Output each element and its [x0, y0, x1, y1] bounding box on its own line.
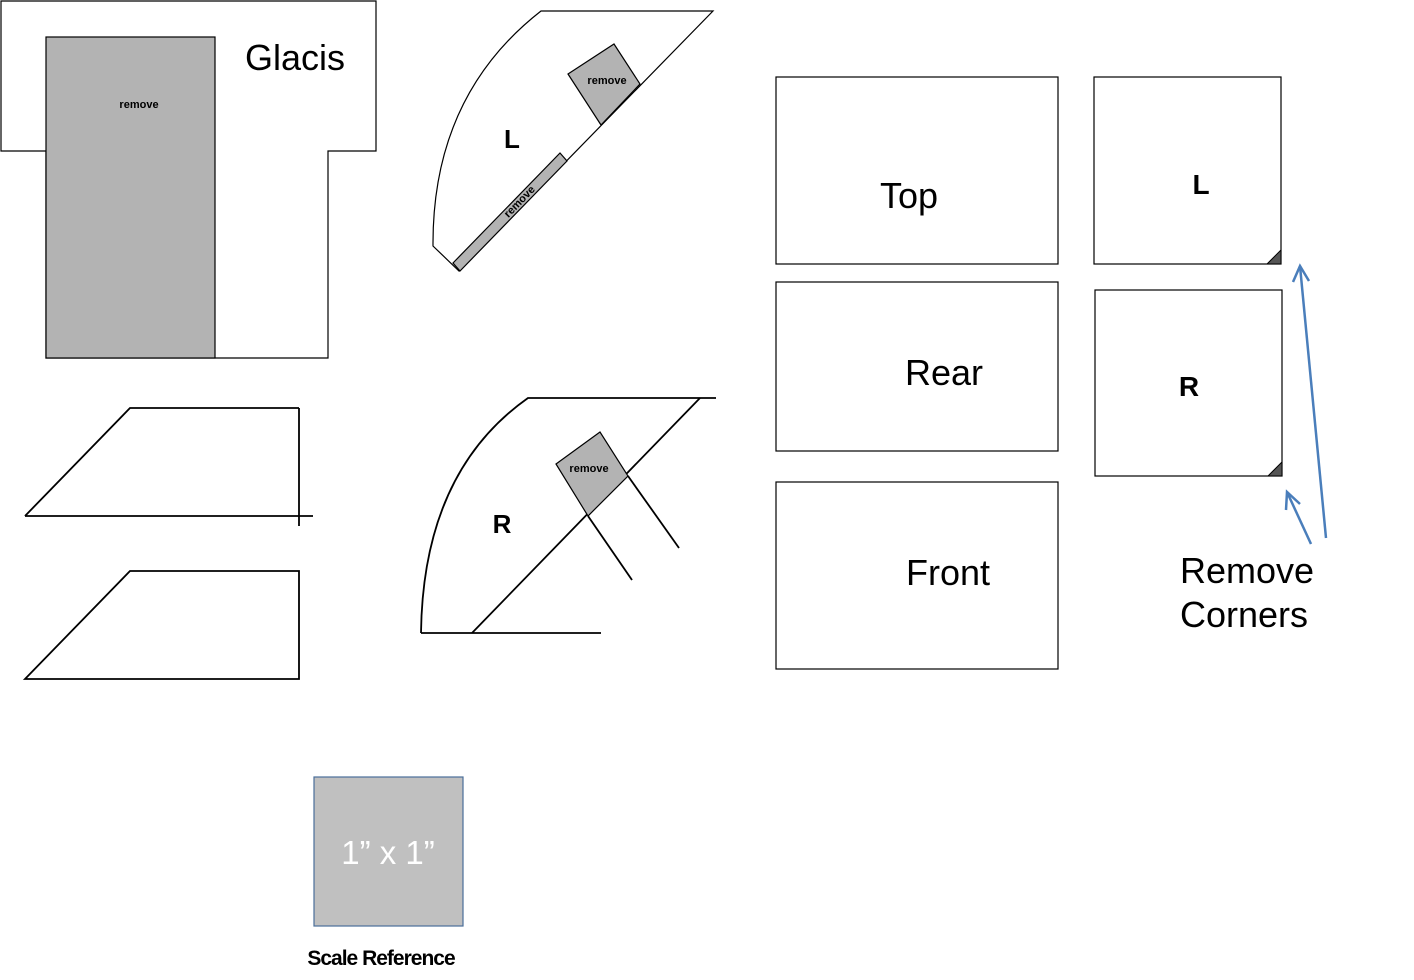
left-side-outline: [432, 10, 715, 272]
note-line-2: Corners: [1180, 594, 1308, 635]
right-side-fold-line-2: [627, 475, 680, 549]
trapezoid-upper-edges: [24, 407, 299, 517]
left-plate-corner-cut: [1265, 248, 1282, 265]
left-side-piece: remove remove L: [432, 10, 715, 272]
left-side-strip-remove: [452, 152, 568, 272]
glacis-remove-label: remove: [119, 99, 158, 111]
arrowhead-left-plate: [1291, 263, 1311, 283]
top-plate-outline: [775, 76, 1059, 265]
arrow-to-left-plate-corner: [1298, 265, 1328, 539]
left-plate: L: [1093, 76, 1282, 265]
front-plate-outline: [775, 481, 1059, 670]
left-side-square-remove: [567, 43, 641, 126]
glacis-remove-region: [45, 36, 216, 359]
right-side-label: R: [493, 509, 512, 539]
top-plate: Top: [775, 76, 1059, 265]
trapezoid-piece-lower: [22, 570, 300, 680]
scale-box: [313, 776, 464, 927]
glacis-label: Glacis: [245, 37, 345, 78]
glacis-piece: remove Glacis: [0, 0, 377, 359]
right-plate: R: [1094, 289, 1283, 477]
scale-caption: Scale Reference: [307, 947, 455, 970]
top-plate-label: Top: [880, 175, 938, 216]
front-plate: Front: [775, 481, 1059, 670]
right-plate-corner-cut: [1266, 460, 1283, 477]
right-side-piece: remove R: [420, 397, 716, 634]
right-plate-outline: [1094, 289, 1283, 477]
trapezoid-lower-outline: [22, 570, 300, 680]
right-side-curve: [420, 397, 716, 634]
rear-plate-outline: [775, 281, 1059, 452]
scale-reference: 1” x 1” Scale Reference: [307, 776, 464, 970]
right-side-diagonal: [471, 397, 701, 634]
front-plate-label: Front: [906, 552, 990, 593]
remove-corners-note: Remove Corners: [1180, 263, 1328, 635]
left-plate-label: L: [1192, 169, 1209, 200]
note-line-1: Remove: [1180, 550, 1314, 591]
trapezoid-piece-upper: [24, 407, 313, 526]
left-side-remove-label-1: remove: [587, 75, 626, 87]
rear-plate-label: Rear: [905, 352, 983, 393]
right-plate-label: R: [1179, 371, 1199, 402]
rear-plate: Rear: [775, 281, 1059, 452]
right-side-fold-line-1: [587, 515, 633, 581]
scale-box-text: 1” x 1”: [341, 834, 435, 871]
left-plate-outline: [1093, 76, 1282, 265]
right-side-remove-label: remove: [569, 463, 608, 475]
arrowhead-right-plate: [1284, 489, 1301, 511]
arrow-to-right-plate-corner: [1285, 491, 1313, 545]
left-side-label: L: [504, 124, 520, 154]
